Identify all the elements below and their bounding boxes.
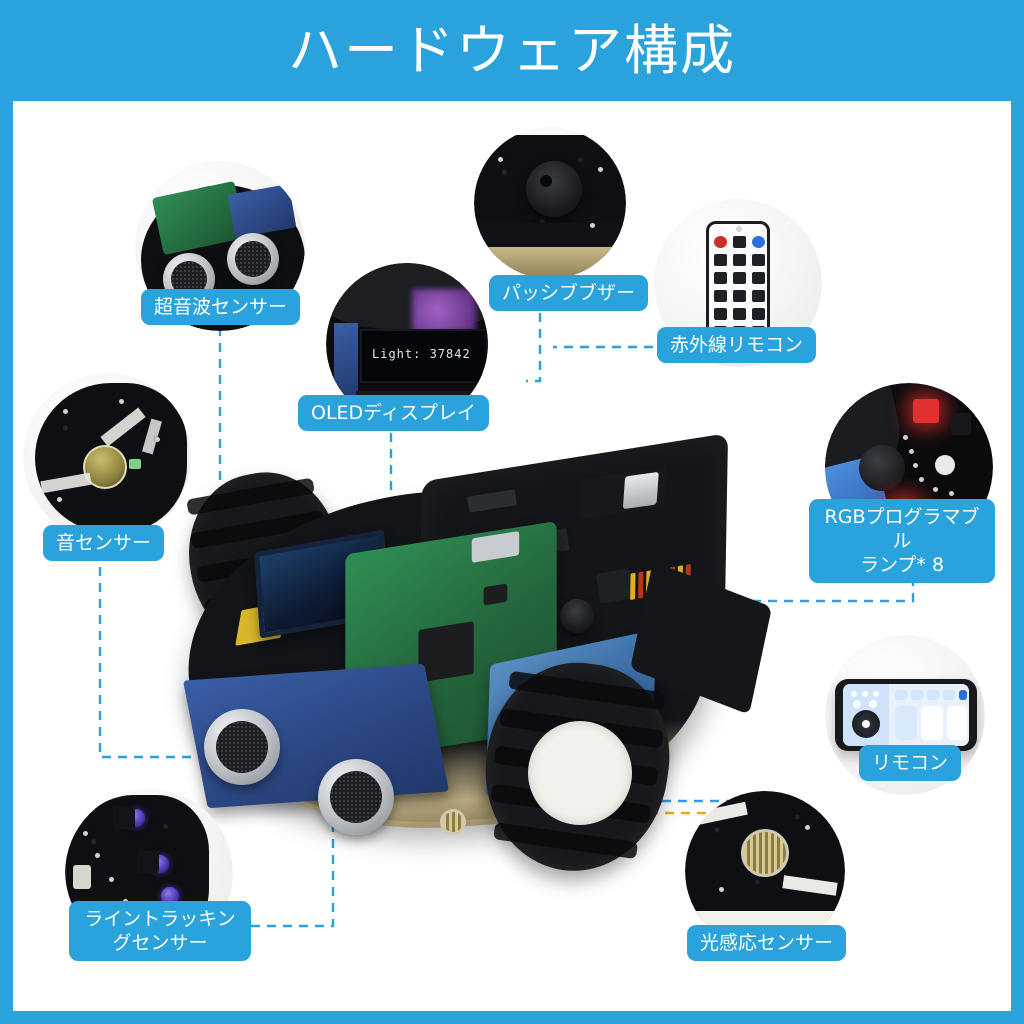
pico-smd-1 <box>483 583 508 606</box>
usb-port <box>471 530 520 563</box>
inset-sound-sensor <box>23 373 191 541</box>
connector-buzzer <box>526 313 542 383</box>
label-ultrasonic-sensor: 超音波センサー <box>141 289 301 325</box>
buzzer-part-closeup <box>526 161 582 217</box>
diagram-canvas: Pico <box>13 101 1011 1011</box>
app-screen[interactable] <box>843 684 969 746</box>
tracking-led-3 <box>161 887 179 905</box>
power-switch-knob[interactable] <box>622 471 659 510</box>
label-rgb-lamp-line2: ランプ* 8 <box>859 554 945 576</box>
label-line-tracking-line1: ライントラッキン <box>84 908 236 930</box>
label-light-sensor: 光感応センサー <box>687 925 847 961</box>
smartphone-device[interactable] <box>835 679 977 751</box>
rgb-led-top <box>913 399 939 423</box>
oled-screen-text: Light: 37842 <box>372 347 471 361</box>
label-oled-display: OLEDディスプレイ <box>298 395 489 431</box>
ir-mode-button[interactable] <box>752 236 765 248</box>
label-rgb-lamp-line1: RGBプログラマブル <box>824 506 980 552</box>
label-sound-sensor: 音センサー <box>43 525 165 561</box>
pico-mcu-chip <box>418 621 474 683</box>
label-passive-buzzer: パッシブブザー <box>489 275 649 311</box>
inset-passive-buzzer <box>474 127 626 279</box>
light-sensor-part <box>440 809 466 835</box>
page-banner: ハードウェア構成 <box>0 0 1024 101</box>
ultrasonic-transducer-right <box>318 759 394 835</box>
label-line-tracking-line2: グセンサー <box>112 932 208 954</box>
smd-cluster-c <box>595 568 635 604</box>
label-rgb-lamp: RGBプログラマブル ランプ* 8 <box>809 499 995 583</box>
ldr-part-closeup <box>741 829 789 877</box>
joystick-control[interactable] <box>852 710 880 738</box>
ultrasonic-transducer-left <box>204 709 280 785</box>
label-phone-remote: リモコン <box>859 745 962 781</box>
wheel-hubcap <box>528 721 632 825</box>
label-line-tracking-sensor: ライントラッキン グセンサー <box>69 901 251 961</box>
inset-light-sensor <box>685 791 845 951</box>
label-infrared-remote: 赤外線リモコン <box>657 327 817 363</box>
robot-car-photo: Pico <box>168 421 772 901</box>
passive-buzzer-part <box>560 599 594 633</box>
page-title: ハードウェア構成 <box>288 18 736 82</box>
ir-power-button[interactable] <box>714 236 727 248</box>
